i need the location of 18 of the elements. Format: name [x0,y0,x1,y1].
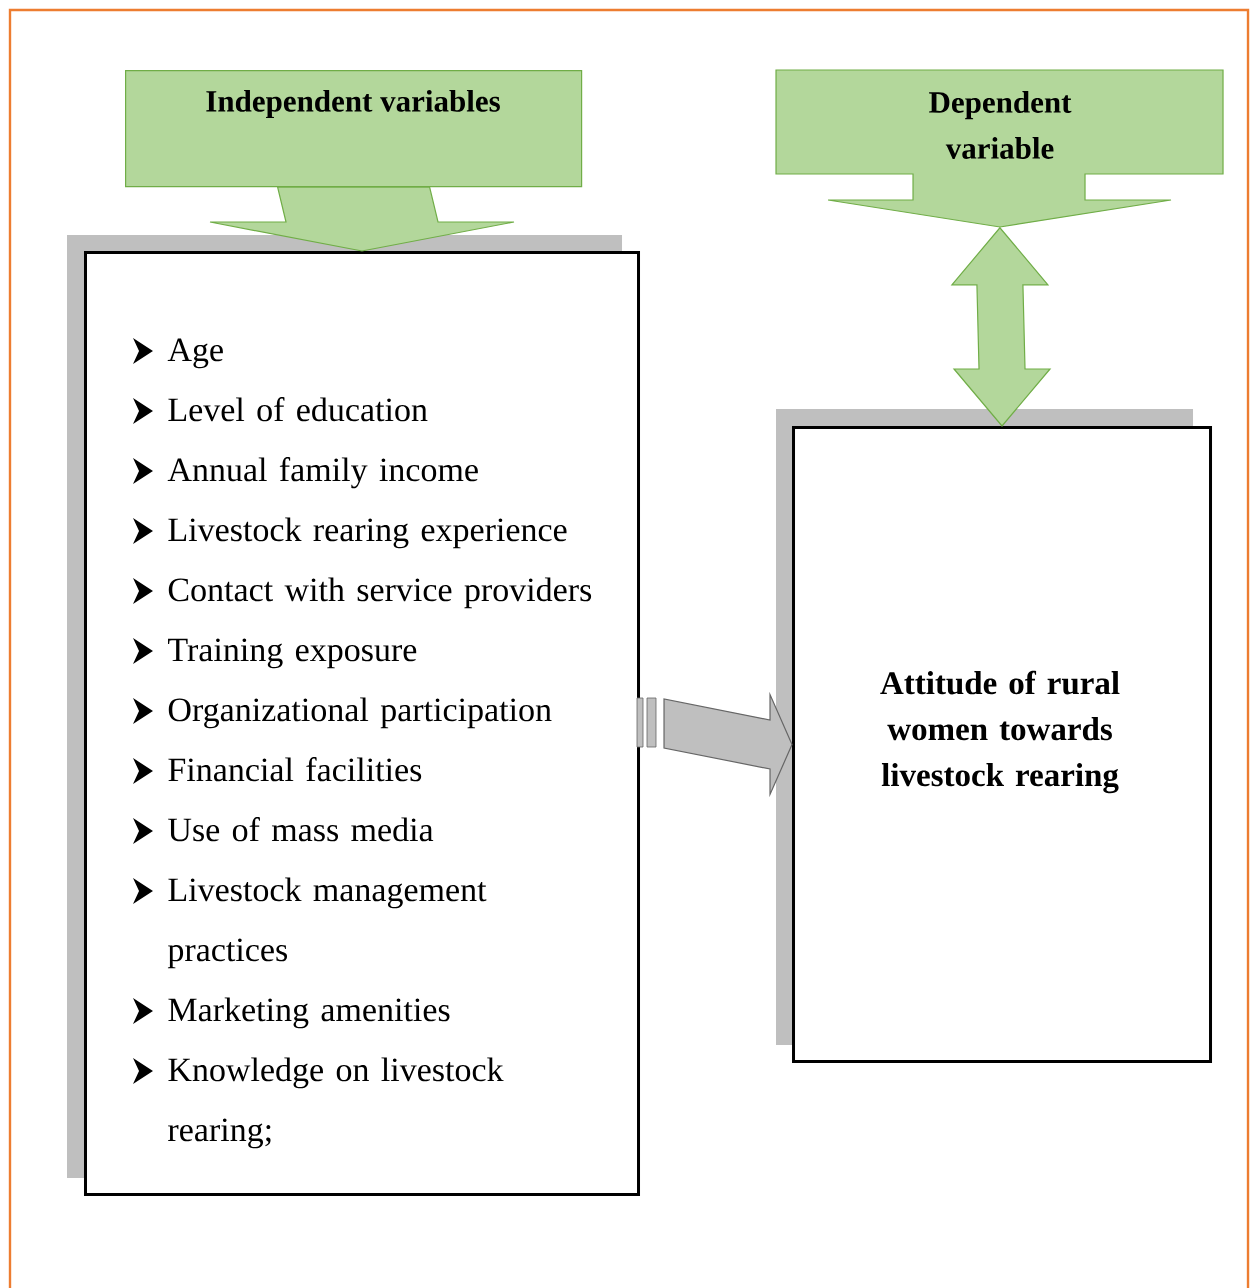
list-item: Age [133,338,223,369]
list-item: Annual family income [133,457,478,489]
callout-box: Independent variables [125,70,583,188]
list-item: Contact with service providers [133,577,592,609]
list-item: Training exposure [133,638,417,669]
list-item: Financial facilities [133,757,422,784]
list-item: Organizational participation [133,697,552,729]
outcome-box: Attitude of rural women towards livestock rearing [792,426,1212,1063]
block-arrow [950,226,1052,427]
callout-box: Dependent variable [775,69,1224,228]
list-item: Use of mass media [133,817,434,844]
block-arrow [209,186,515,252]
list-item: Marketing amenities [133,997,450,1029]
list-item: Livestock management practices [133,877,487,969]
list-item: Livestock rearing experience [133,517,567,549]
block-arrow [663,691,793,798]
list-item: Knowledge on livestock rearing; [133,1057,504,1149]
list-item: Level of education [133,397,428,424]
